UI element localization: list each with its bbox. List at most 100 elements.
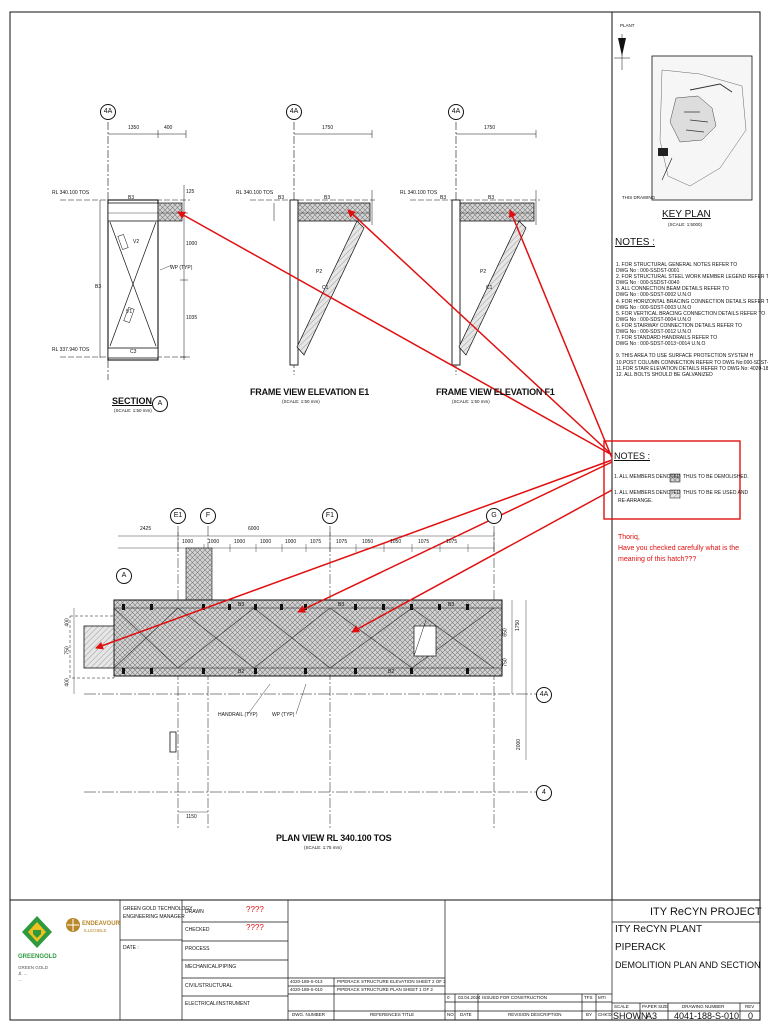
plan-dim-left-750: 750 bbox=[64, 646, 71, 655]
value-scale: SHOWN bbox=[613, 1011, 648, 1021]
key-plan-this-drawing: THIS DRAWING bbox=[622, 195, 656, 200]
section-dim-125: 125 bbox=[186, 189, 195, 195]
drawing-title: DEMOLITION PLAN AND SECTION bbox=[615, 960, 761, 970]
section-member-b3-side: B3 bbox=[95, 284, 102, 290]
notes-item: 11.FOR STAIR ELEVATION DETAILS REFER TO … bbox=[616, 365, 768, 372]
role-mechanical: MECHANICAL/PIPING bbox=[185, 964, 237, 970]
grid-bubble-4a-e1: 4A bbox=[286, 104, 302, 120]
f1-dim-1750: 1750 bbox=[484, 125, 496, 131]
markup-comment-line1: Thoriq, bbox=[618, 534, 640, 541]
value-paper: A3 bbox=[646, 1011, 658, 1021]
title-block-grid bbox=[119, 900, 760, 1020]
e1-rl: RL 340.100 TOS bbox=[236, 190, 274, 196]
notes-item: DWG No : 000-SSDST-0001 bbox=[616, 268, 680, 275]
plan-dim-6000: 6000 bbox=[248, 526, 260, 532]
plan-handrail-label: HANDRAIL (TYP) bbox=[218, 712, 258, 718]
f1-brace-c1: C1 bbox=[486, 285, 493, 291]
project-name: ITY ReCYN PROJECT bbox=[650, 906, 762, 918]
elevation-f1-view bbox=[410, 122, 540, 375]
section-brace-v2: V2 bbox=[133, 239, 140, 245]
elevation-e1-view bbox=[250, 122, 375, 375]
plan-dim-row2-item: 1050 bbox=[390, 539, 402, 545]
section-scale: (SCALE: 1:50 mm) bbox=[114, 408, 152, 413]
notes2-item2-prefix: 1. ALL MEMBERS DENOTED bbox=[614, 490, 681, 496]
sheet-border bbox=[9, 11, 761, 1021]
markup-notes-box bbox=[603, 440, 741, 520]
plan-dim-row2-item: 1000 bbox=[182, 539, 194, 545]
plan-member-b3-3: B3 bbox=[448, 602, 455, 608]
rev-head-desc: REVISION DESCRIPTION bbox=[508, 1012, 562, 1017]
notes-item: 5. FOR VERTICAL BRACING CONNECTION DETAI… bbox=[616, 310, 766, 317]
f1-member-b3-b: B3 bbox=[488, 195, 495, 201]
plan-dim-right-1750: 1750 bbox=[515, 619, 522, 632]
e1-member-b3-b: B3 bbox=[324, 195, 331, 201]
notes-item: 6. FOR STAIRWAY CONNECTION DETAILS REFER… bbox=[616, 322, 742, 329]
plan-dim-row2-item: 1075 bbox=[336, 539, 348, 545]
section-dim-1000: 1000 bbox=[186, 241, 198, 247]
plan-dim-row2-item: 1000 bbox=[234, 539, 246, 545]
markup-comment-line2: Have you checked carefully what is the bbox=[618, 545, 740, 552]
plan-dim-left-400-a: 400 bbox=[64, 618, 71, 627]
grid-bubble-4: 4 bbox=[536, 785, 552, 801]
section-rl-top: RL 340.100 TOS bbox=[52, 190, 90, 196]
plan-dim-row2-item: 1075 bbox=[310, 539, 322, 545]
grid-bubble-g: G bbox=[486, 508, 502, 524]
plan-dim-row2-item: 1000 bbox=[208, 539, 220, 545]
rev-head-by: BY bbox=[586, 1012, 593, 1017]
plan-member-b3-1: B3 bbox=[238, 602, 245, 608]
grid-bubble-f: F bbox=[200, 508, 216, 524]
plan-member-b2-1: B2 bbox=[238, 669, 245, 675]
plan-dim-1150: 1150 bbox=[186, 814, 197, 820]
section-dim-400: 400 bbox=[164, 125, 173, 131]
notes-item: 9. THIS AREA TO USE SURFACE PROTECTION S… bbox=[616, 353, 754, 360]
plan-dim-row2-item: 1075 bbox=[418, 539, 430, 545]
e1-title: FRAME VIEW ELEVATION E1 bbox=[250, 387, 370, 397]
f1-member-b3-a: B3 bbox=[440, 195, 447, 201]
plant-name: ITY ReCYN PLANT bbox=[615, 924, 703, 935]
ref-1-dwg: 4020-188-S-013 bbox=[290, 979, 323, 984]
notes2-item2-suffix: THUS TO BE RE USED AND bbox=[683, 490, 749, 496]
f1-title: FRAME VIEW ELEVATION F1 bbox=[436, 387, 555, 397]
notes-item: 1. FOR STRUCTURAL GENERAL NOTES REFER TO bbox=[616, 262, 738, 268]
markup-comment-line3: meaning of this hatch??? bbox=[618, 556, 697, 563]
notes-item: 12. ALL BOLTS SHOULD BE GALVANIZED bbox=[616, 371, 713, 378]
address-line-3: ... bbox=[18, 977, 22, 982]
notes-item: 10.POST COLUMN CONNECTION REFER TO DWG N… bbox=[616, 359, 768, 366]
notes-item: DWG No : 000-SDST-0004 U.N.O bbox=[616, 316, 692, 323]
head-number: DRAWING NUMBER bbox=[682, 1004, 725, 1009]
notes-item: DWG No : 000-SDST-0003 U.N.O bbox=[616, 304, 692, 311]
ref-head-dwg: DWG. NUMBER bbox=[292, 1012, 325, 1017]
notes-item: DWG No : 000-SDST-0012 U.N.O bbox=[616, 329, 692, 336]
notes-list: 1. FOR STRUCTURAL GENERAL NOTES REFER TO… bbox=[616, 262, 768, 378]
address-line-1: GREEN GOLD bbox=[18, 965, 49, 970]
endeavour-logo bbox=[66, 918, 80, 932]
section-dim-1035: 1035 bbox=[186, 315, 198, 321]
role-drawn: DRAWN bbox=[185, 909, 204, 915]
date-label: DATE : bbox=[123, 945, 139, 951]
notes2-item1-prefix: 1. ALL MEMBERS DENOTED bbox=[614, 474, 681, 480]
notes-heading: NOTES : bbox=[615, 237, 656, 248]
rev-row-date: 03.04.2024 bbox=[458, 995, 481, 1000]
notes-item: DWG No : 000-SDST-0002 U.N.O bbox=[616, 292, 692, 299]
f1-scale: (SCALE: 1:50 mm) bbox=[452, 399, 490, 404]
plan-dim-row2-item: 1050 bbox=[362, 539, 374, 545]
key-plan-plant-label: PLANT bbox=[620, 23, 635, 28]
e1-scale: (SCALE: 1:50 mm) bbox=[282, 399, 320, 404]
rev-row-by: TFS bbox=[584, 995, 593, 1000]
plan-dim-row2-item: 1000 bbox=[285, 539, 297, 545]
notes-item: DWG No : 000-SDST-0013~0014 U.N.O bbox=[616, 341, 706, 348]
section-brace-v1: V1 bbox=[126, 309, 133, 315]
e1-dim-1750: 1750 bbox=[322, 125, 334, 131]
section-rl-bottom: RL 337.940 TOS bbox=[52, 347, 90, 353]
grid-bubble-4a-f1: 4A bbox=[448, 104, 464, 120]
notes-item: 3. ALL CONNECTION BEAM DETAILS REFER TO bbox=[616, 286, 729, 293]
notes-item: 2. FOR STRUCTURAL STEEL WORK MEMBER LEGE… bbox=[616, 274, 768, 281]
role-electrical: ELECTRICAL/INSTRUMENT bbox=[185, 1001, 251, 1007]
plan-dim-right-650: 650 bbox=[502, 628, 509, 637]
greengold-wordmark: GREENGOLD bbox=[18, 954, 57, 960]
role-checked: CHECKED bbox=[185, 927, 210, 933]
plan-dim-left-400-b: 400 bbox=[64, 678, 71, 687]
section-member-c3: C3 bbox=[130, 349, 137, 355]
plan-dim-row2-item: 1000 bbox=[260, 539, 272, 545]
